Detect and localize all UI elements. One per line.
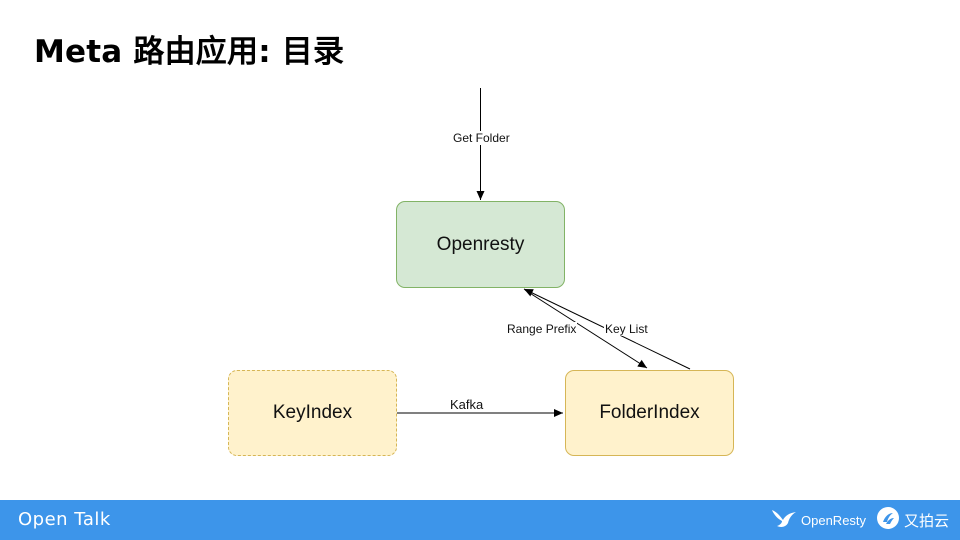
node-openresty: Openresty: [396, 201, 565, 288]
bird-logo-icon: [771, 507, 797, 534]
openresty-logo-text: OpenResty: [801, 512, 867, 528]
edge-label-key-list: Key List: [604, 322, 649, 336]
upyun-logo-icon: [876, 506, 900, 535]
upyun-logo-text: 又拍云: [904, 511, 950, 530]
node-folderindex-label: FolderIndex: [599, 402, 700, 423]
upyun-logo: 又拍云: [876, 506, 950, 535]
node-openresty-label: Openresty: [436, 233, 525, 255]
flow-diagram: Get Folder Range Prefix Key List Kafka O…: [228, 88, 734, 456]
node-folderindex: FolderIndex: [565, 370, 734, 456]
node-keyindex: KeyIndex: [228, 370, 397, 456]
slide-title: Meta 路由应用: 目录: [34, 34, 345, 70]
openresty-logo: OpenResty: [771, 508, 866, 532]
edge-label-get-folder: Get Folder: [452, 131, 511, 145]
node-keyindex-label: KeyIndex: [272, 402, 353, 423]
edge-label-range-prefix: Range Prefix: [506, 322, 578, 336]
edge-label-kafka: Kafka: [450, 397, 484, 412]
footer-brand: Open Talk: [18, 509, 111, 530]
edge-range-prefix: [524, 289, 648, 369]
footer-bar: Open Talk OpenResty 又拍云: [0, 500, 960, 540]
